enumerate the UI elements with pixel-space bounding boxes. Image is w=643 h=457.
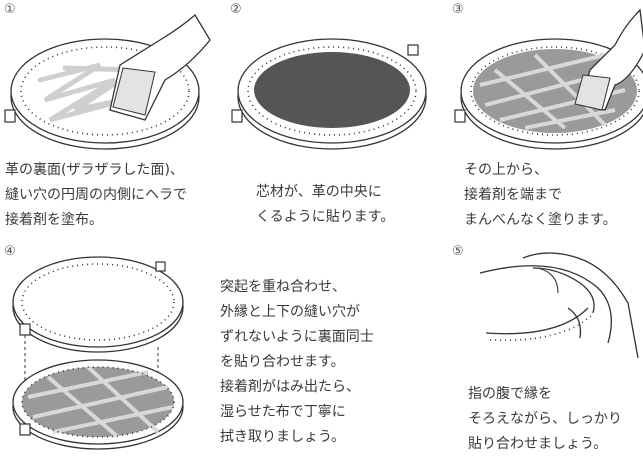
step-3-caption: その上から、 接着剤を端まで まんべんなく塗ります。 bbox=[464, 158, 617, 233]
fingers-pressing-icon bbox=[479, 252, 639, 359]
step-5-line-3: 貼り合わせましょう。 bbox=[468, 436, 608, 452]
step-4-line-5: 接着剤がはみ出たら、 bbox=[220, 379, 360, 395]
step-5-caption: 指の腹で縁を そろえながら、しっかり 貼り合わせましょう。 bbox=[468, 382, 622, 457]
step-2-line-2: くるように貼ります。 bbox=[256, 209, 395, 225]
step-3-line-2: 接着剤を端まで bbox=[464, 187, 562, 203]
step-number-1: ① bbox=[4, 2, 16, 17]
step-1-line-2: 縫い穴の円周の内側にヘラで bbox=[5, 187, 187, 203]
step-2-line-1: 芯材が、革の中央に bbox=[256, 184, 382, 200]
core-material-icon bbox=[231, 38, 427, 150]
step-4-caption: 突起を重ね合わせ、 外縁と上下の縫い穴が ずれないように裏面同士 を貼り合わせま… bbox=[220, 275, 374, 450]
step-1-line-1: 革の裏面(ザラザラした面)、 bbox=[5, 162, 184, 178]
stacked-ovals-icon bbox=[12, 256, 184, 450]
step-3-line-1: その上から、 bbox=[464, 162, 548, 178]
step-4-line-2: 外縁と上下の縫い穴が bbox=[220, 304, 360, 320]
step-4-line-3: ずれないように裏面同士 bbox=[220, 329, 374, 345]
step-4-line-4: を貼り合わせます。 bbox=[220, 354, 345, 370]
step-1-line-3: 接着剤を塗布。 bbox=[5, 212, 103, 228]
glued-oval-icon bbox=[454, 8, 643, 150]
step-5-line-1: 指の腹で縁を bbox=[468, 386, 552, 402]
step-number-2: ② bbox=[230, 2, 242, 17]
step-1-caption: 革の裏面(ザラザラした面)、 縫い穴の円周の内側にヘラで 接着剤を塗布。 bbox=[5, 158, 187, 233]
step-3-line-3: まんべんなく塗ります。 bbox=[464, 212, 617, 228]
step-4-line-1: 突起を重ね合わせ、 bbox=[220, 279, 346, 295]
step-number-5: ⑤ bbox=[452, 244, 464, 259]
step-number-3: ③ bbox=[452, 2, 464, 17]
leather-oval-icon bbox=[4, 14, 211, 150]
step-4-line-6: 湿らせた布で丁寧に bbox=[220, 404, 346, 420]
step-5-line-2: そろえながら、しっかり bbox=[468, 411, 622, 427]
step-number-4: ④ bbox=[4, 244, 16, 259]
step-4-line-7: 拭き取りましょう。 bbox=[220, 429, 346, 445]
step-2-caption: 芯材が、革の中央に くるように貼ります。 bbox=[256, 180, 394, 230]
